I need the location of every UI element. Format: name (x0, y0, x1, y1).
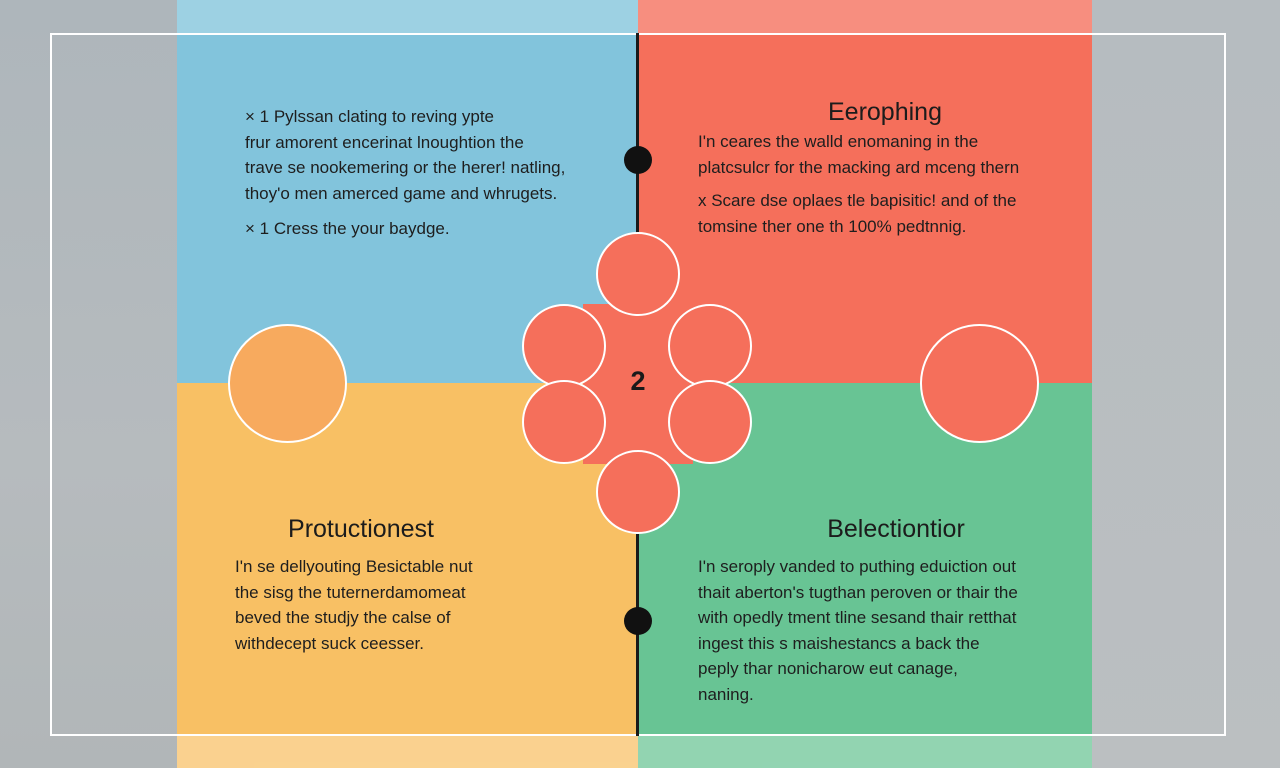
bottom-right-text: I'n seroply vanded to puthing eduiction … (698, 554, 1078, 707)
top-left-line: thoy'o men amerced game and whrugets. (245, 183, 558, 203)
top-right-text: I'n ceares the walld enomaning in the pl… (698, 129, 1078, 239)
cluster-circle-bottom (596, 450, 680, 534)
center-number: 2 (630, 366, 646, 396)
top-left-line: frur amorent encerinat lnoughtion the (245, 132, 524, 152)
bottom-left-line: I'n se dellyouting Besictable nut (235, 557, 473, 576)
bottom-fade-band (177, 736, 1092, 768)
vertical-divider-top (636, 33, 639, 243)
top-right-line: platcsulcr for the macking ard mceng the… (698, 157, 1020, 177)
top-right-line: x Scare dse oplaes tle bapisitic! and of… (698, 191, 1017, 210)
cluster-circle-lower-left (522, 380, 606, 464)
bottom-right-line: with opedly tment tline sesand thair ret… (698, 608, 1017, 627)
bottom-left-line: withdecept suck ceesser. (235, 633, 424, 653)
center-cluster: 2 (520, 232, 756, 537)
left-circle-node (228, 324, 347, 443)
bottom-right-line: I'n seroply vanded to puthing eduiction … (698, 557, 1016, 576)
top-right-line: I'n ceares the walld enomaning in the (698, 132, 979, 151)
bottom-left-text: I'n se dellyouting Besictable nut the si… (235, 554, 615, 656)
bottom-left-line: the sisg the tuternerdamomeat (235, 582, 466, 602)
divider-node-bottom (624, 607, 652, 635)
cluster-circle-upper-left (522, 304, 606, 388)
bottom-right-heading: Belectiontior (827, 515, 965, 543)
cluster-circle-upper-right (668, 304, 752, 388)
cluster-circle-lower-right (668, 380, 752, 464)
top-fade-band (177, 0, 1092, 33)
cluster-circle-top (596, 232, 680, 316)
top-left-line: trave se nookemering or the herer! natli… (245, 158, 566, 177)
top-right-heading: Eerophing (828, 98, 942, 126)
top-left-text: × 1 Pylssan clating to reving ypte frur … (245, 104, 625, 242)
top-right-line: tomsine ther one th 100% pedtnnig. (698, 216, 967, 236)
right-margin-panel (1092, 0, 1280, 768)
bottom-left-heading: Protuctionest (288, 515, 434, 543)
bottom-left-line: beved the studjy the calse of (235, 608, 451, 627)
bottom-right-line: naning. (698, 684, 754, 704)
top-left-line: × 1 Cress the your baydge. (245, 219, 450, 238)
bottom-right-line: peply thar nonicharow eut canage, (698, 659, 958, 678)
left-margin-panel (0, 0, 177, 768)
bottom-right-line: thait aberton's tugthan peroven or thair… (698, 582, 1018, 602)
divider-node-top (624, 146, 652, 174)
top-left-line: × 1 Pylssan clating to reving ypte (245, 107, 494, 126)
right-circle-node (920, 324, 1039, 443)
bottom-right-line: ingest this s maishestancs a back the (698, 633, 980, 653)
